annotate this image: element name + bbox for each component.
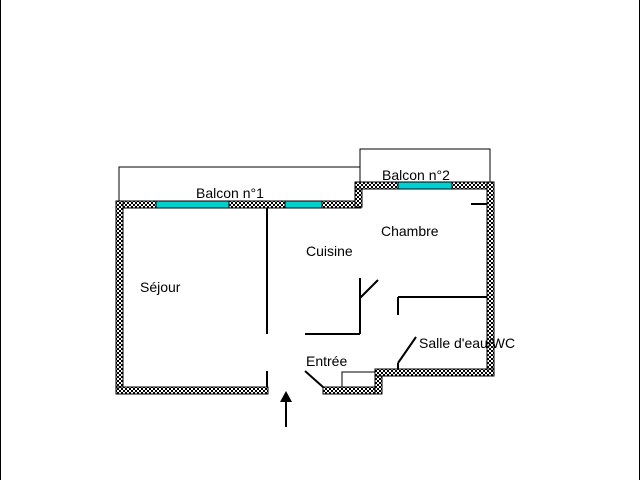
- windows: [155, 181, 453, 209]
- wall-left: [115, 200, 124, 395]
- interior-walls: [266, 203, 487, 388]
- label-entree: Entrée: [306, 353, 347, 369]
- label-balcon-1: Balcon n°1: [196, 185, 264, 201]
- label-chambre: Chambre: [381, 223, 439, 239]
- wall-bottom-middle: [322, 386, 381, 395]
- entrance-cabinet: [341, 371, 376, 388]
- label-balcon-2: Balcon n°2: [382, 167, 450, 183]
- door-bath: [397, 336, 417, 364]
- door-entree: [304, 370, 324, 388]
- window-cuisine: [284, 200, 323, 209]
- label-sejour: Séjour: [140, 279, 181, 295]
- label-cuisine: Cuisine: [306, 243, 353, 259]
- balcony-2-outline: [359, 148, 491, 184]
- wall-top-left: [115, 200, 362, 209]
- window-sejour: [155, 200, 230, 209]
- label-salle-eau: Salle d'eau/WC: [419, 335, 515, 351]
- arrow-up-icon: [280, 391, 292, 427]
- wall-bottom-right: [374, 368, 495, 377]
- window-chambre: [397, 181, 453, 190]
- wall-bottom-left: [115, 386, 269, 395]
- door-cuisine-chambre: [359, 279, 379, 299]
